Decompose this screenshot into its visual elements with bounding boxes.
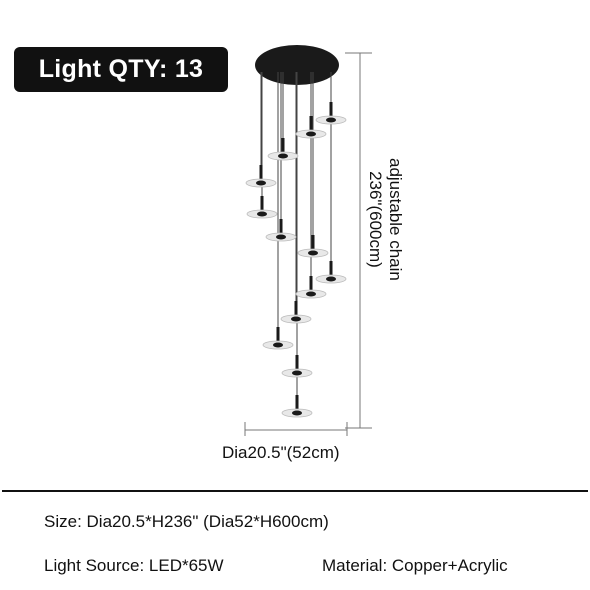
spec-size: Size: Dia20.5*H236" (Dia52*H600cm) <box>44 512 329 531</box>
lamp-rod <box>294 301 298 315</box>
chandelier-lamps <box>245 102 347 418</box>
lamp-core <box>257 211 267 217</box>
lamp-core <box>292 410 302 416</box>
lamp-core <box>256 180 266 186</box>
lamp-core <box>326 117 336 123</box>
lamp-rod <box>295 395 299 409</box>
light-qty-badge: Light QTY: 13 <box>14 47 228 92</box>
lamp-rod <box>309 276 313 290</box>
lamp-core <box>326 276 336 282</box>
lamp-core <box>308 250 318 256</box>
ceiling-canopy <box>255 45 339 85</box>
lamp-core <box>278 153 288 159</box>
lamp-core <box>292 370 302 376</box>
lamp-rod <box>259 165 263 179</box>
lamp-rod <box>311 235 315 249</box>
lamp-rod <box>329 102 333 116</box>
lamp-rod <box>295 355 299 369</box>
lamp-rod <box>260 196 264 210</box>
height-label-text: adjustable chain <box>386 158 405 281</box>
lamp-core <box>276 234 286 240</box>
lamp-core <box>291 316 301 322</box>
spec-light-source: Light Source: LED*65W <box>44 556 224 575</box>
lamp-core <box>306 291 316 297</box>
height-value-text: 236"(600cm) <box>366 171 385 268</box>
lamp-rod <box>276 327 280 341</box>
lamp-rod <box>329 261 333 275</box>
lamp-core <box>306 131 316 137</box>
divider <box>2 490 588 492</box>
diameter-label: Dia20.5"(52cm) <box>222 443 340 462</box>
lamp-rod <box>279 219 283 233</box>
lamp-rod <box>309 116 313 130</box>
lamp-core <box>273 342 283 348</box>
lamp-rod <box>281 138 285 152</box>
spec-material: Material: Copper+Acrylic <box>322 556 508 575</box>
